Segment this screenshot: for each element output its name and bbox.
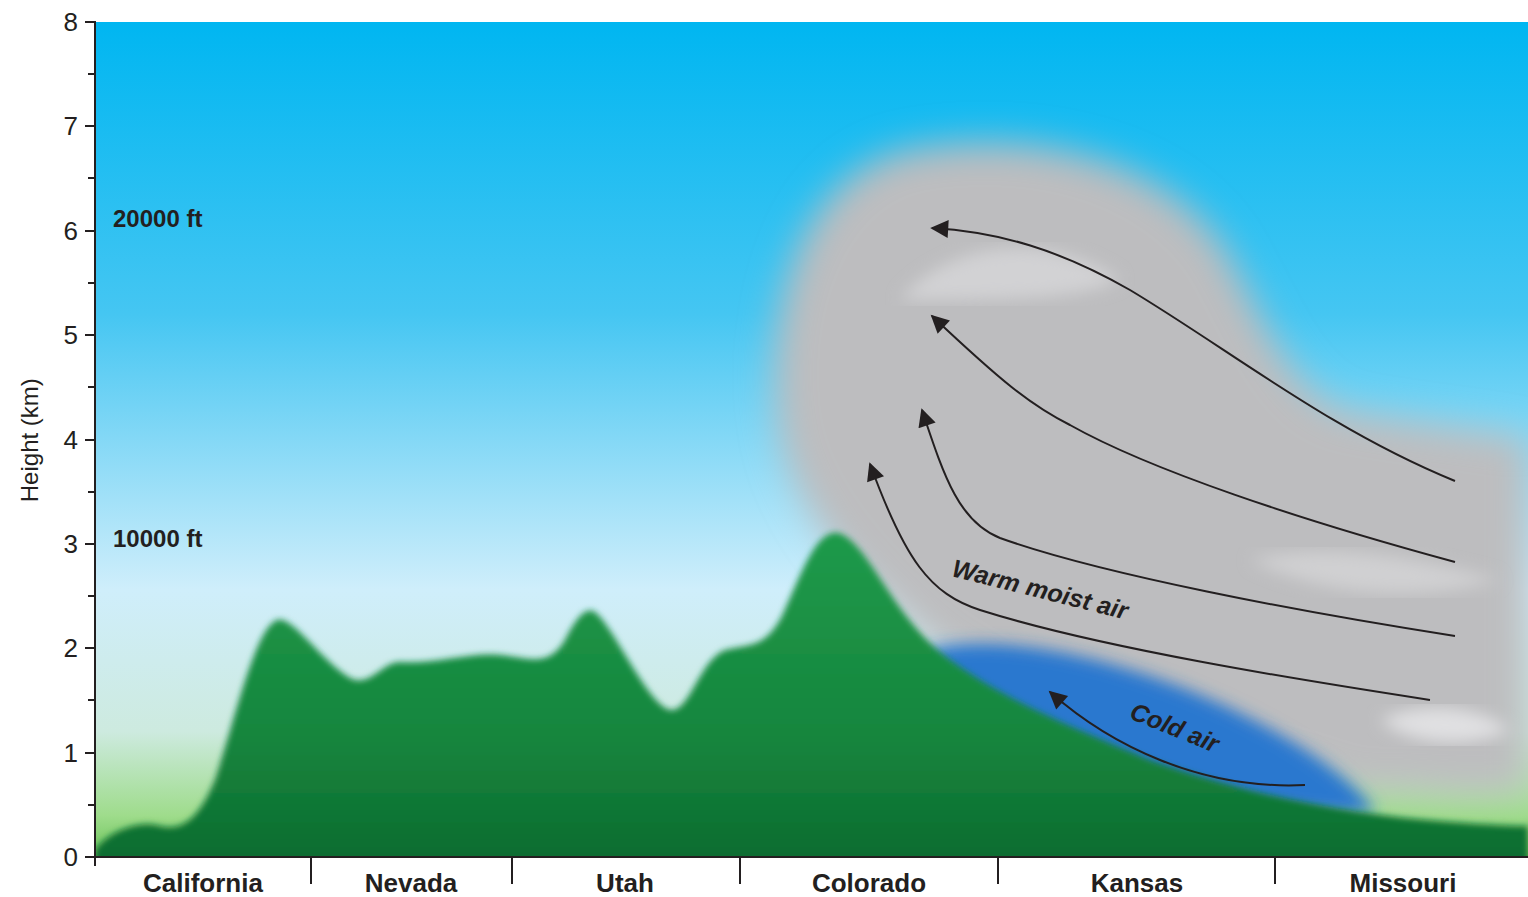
cloud-highlight — [1250, 552, 1500, 593]
state-name: Utah — [596, 869, 654, 897]
mountain-profile — [95, 533, 1528, 857]
tick-label: 1 — [64, 739, 78, 768]
state-name: Kansas — [1091, 869, 1184, 897]
state-name: Missouri — [1350, 869, 1457, 897]
state-name: California — [143, 869, 263, 897]
cloud-highlight — [900, 248, 1120, 300]
flow-arrow — [870, 464, 1430, 700]
cold-air-arrow — [1050, 692, 1305, 785]
tick-label: 8 — [64, 8, 78, 37]
tick-label: 6 — [64, 217, 78, 246]
axes — [85, 21, 1528, 884]
flow-arrow — [922, 410, 1455, 636]
flow-arrow — [932, 228, 1455, 481]
tick-label: 4 — [64, 426, 78, 455]
state-name: Colorado — [812, 869, 926, 897]
state-name: Nevada — [365, 869, 458, 897]
tick-label: 3 — [64, 530, 78, 559]
axis-title: Height (km) — [17, 378, 43, 502]
altitude-label: 10000 ft — [113, 526, 202, 552]
tick-label: 2 — [64, 634, 78, 663]
cloud-highlight — [1380, 708, 1510, 743]
x-axis — [94, 856, 1528, 858]
flow-arrow — [932, 316, 1455, 562]
tick-label: 7 — [64, 112, 78, 141]
air-flow-arrows — [870, 228, 1455, 785]
tick-label: 0 — [64, 843, 78, 872]
tick-label: 5 — [64, 321, 78, 350]
altitude-label: 20000 ft — [113, 206, 202, 232]
